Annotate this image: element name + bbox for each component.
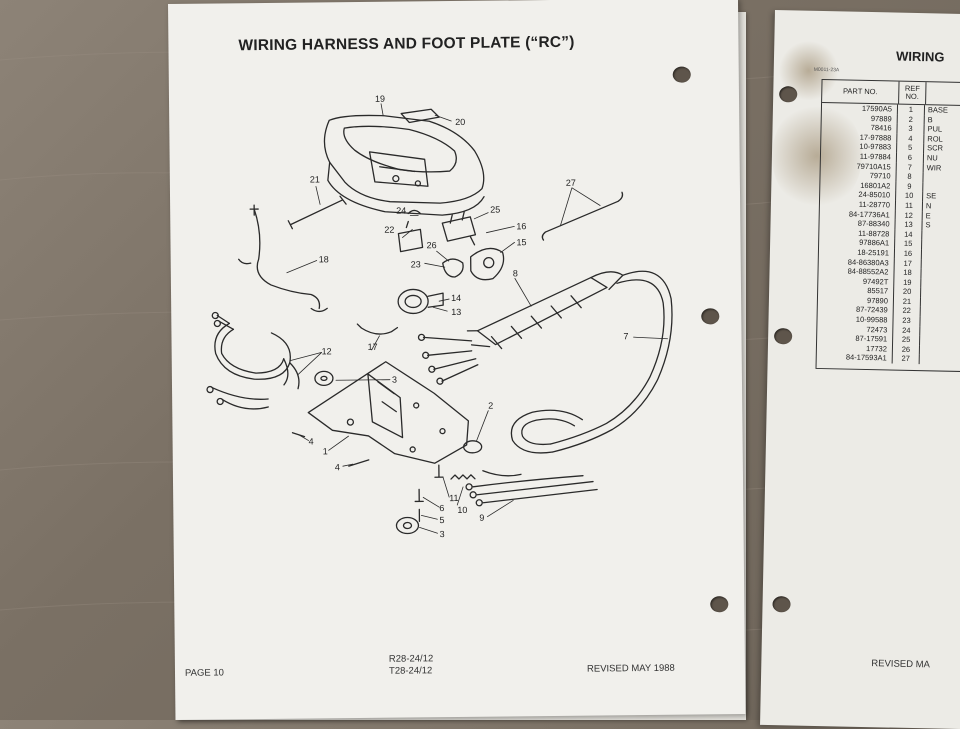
callout-9: 9: [479, 513, 484, 523]
callout-26: 26: [426, 240, 436, 250]
callout-3-bottom: 3: [440, 529, 445, 539]
callout-14: 14: [451, 293, 461, 303]
ref-number-cell: 10: [896, 190, 924, 202]
exploded-parts-diagram: 19 20 21 24 25 22 16 26 15 23 27 18 8 14…: [206, 94, 673, 539]
ref-number-cell: 8: [896, 171, 924, 182]
callout-5: 5: [439, 515, 444, 525]
ref-number-cell: 19: [894, 277, 922, 288]
cover-plate: [400, 108, 440, 124]
callout-6: 6: [439, 503, 444, 513]
right-page: WIRING M0011-23A PART NO. REF NO. 17590A…: [760, 10, 960, 729]
callout-2: 2: [488, 401, 493, 411]
col-ref-no: REF NO.: [899, 81, 927, 105]
callout-16: 16: [516, 221, 526, 231]
punch-hole-right-top: [779, 86, 798, 103]
ref-number-cell: 17: [894, 258, 922, 269]
ref-number-cell: 5: [897, 142, 925, 154]
rod: [287, 195, 347, 230]
ref-number-cell: 20: [894, 286, 922, 297]
harness-wire: [253, 208, 321, 310]
col-part-no: PART NO.: [822, 80, 900, 104]
ref-number-cell: 16: [894, 248, 923, 259]
document-code: M0011-23A: [813, 66, 840, 74]
callout-7: 7: [623, 331, 628, 341]
callout-4-bottom: 4: [335, 462, 340, 472]
right-footer-revised: REVISED MA: [871, 658, 931, 671]
callout-25: 25: [490, 205, 500, 215]
callout-24: 24: [396, 206, 406, 216]
ref-number-cell: 24: [893, 325, 921, 336]
callout-20: 20: [455, 117, 465, 127]
ref-number-cell: 12: [895, 210, 923, 221]
base-plate: [307, 361, 470, 464]
ref-number-cell: 7: [896, 162, 924, 173]
punch-hole-right-middle: [774, 328, 793, 345]
ref-number-cell: 15: [895, 238, 923, 250]
footer-revised: REVISED MAY 1988: [586, 662, 675, 675]
callout-21: 21: [310, 174, 320, 184]
main-harness: [417, 271, 624, 385]
cable-bundle: [206, 311, 300, 410]
parts-table-header: PART NO. REF NO.: [822, 80, 960, 107]
callout-23: 23: [411, 259, 421, 269]
cable-loop: [510, 270, 673, 454]
callout-numbers: 19 20 21 24 25 22 16 26 15 23 27 18 8 14…: [309, 94, 629, 539]
ref-number-cell: 3: [897, 123, 925, 134]
callout-11: 11: [449, 493, 458, 503]
callout-8: 8: [513, 268, 518, 278]
ref-number-cell: 11: [895, 200, 924, 211]
part-number-cell: 84-17593A1: [816, 352, 893, 364]
description-cell: [920, 355, 960, 366]
ref-number-cell: 6: [896, 152, 925, 163]
ref-number-cell: 27: [892, 353, 920, 365]
left-page: WIRING HARNESS AND FOOT PLATE (“RC”): [168, 0, 746, 720]
callout-1: 1: [323, 446, 328, 456]
col-description: [926, 82, 960, 105]
ref-number-cell: 4: [897, 133, 925, 144]
callout-22: 22: [384, 225, 394, 235]
ref-number-cell: 23: [893, 315, 921, 326]
ref-number-cell: 1: [897, 104, 926, 115]
switch: [441, 211, 477, 242]
callout-18: 18: [319, 254, 329, 264]
callout-13: 13: [451, 307, 461, 317]
callout-10: 10: [457, 505, 467, 515]
ref-number-cell: 22: [893, 306, 921, 317]
footer-model-line-2: T28-24/12: [388, 665, 433, 677]
callout-27: 27: [566, 178, 576, 188]
callout-3-top: 3: [392, 375, 397, 385]
ref-number-cell: 18: [894, 267, 922, 278]
connector-plug: [397, 288, 444, 315]
right-page-title: WIRING: [895, 48, 945, 65]
ref-number-cell: 21: [893, 296, 922, 307]
ref-number-cell: 14: [895, 229, 923, 240]
callout-4-left: 4: [309, 436, 314, 446]
callout-19: 19: [375, 94, 385, 104]
callout-12: 12: [322, 346, 332, 356]
callout-15: 15: [516, 237, 526, 247]
ref-number-cell: 26: [892, 344, 921, 355]
footer-page-number: PAGE 10: [184, 667, 224, 679]
ref-number-cell: 25: [893, 334, 921, 345]
footer-model-line-1: R28-24/12: [388, 653, 434, 665]
ref-number-cell: 9: [896, 181, 924, 192]
punch-hole-right-bottom: [772, 596, 791, 613]
ref-number-cell: 13: [895, 219, 923, 230]
ref-number-cell: 2: [897, 114, 925, 125]
foot-pedal-housing: [323, 114, 485, 216]
callout-17: 17: [368, 342, 378, 352]
